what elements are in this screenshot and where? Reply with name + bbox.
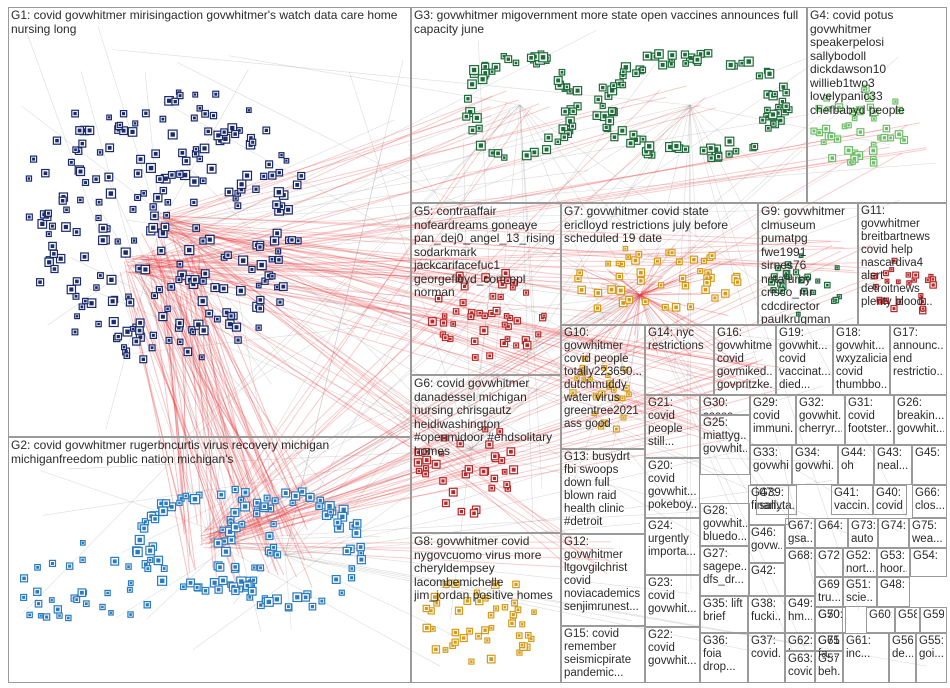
- group-label-g33: G33: govwhit...: [753, 447, 789, 473]
- group-label-g15: G15: covid remember seismicpirate pandem…: [564, 628, 641, 680]
- group-label-g71: G71:: [818, 635, 840, 648]
- group-label-g75: G75: wea...: [912, 520, 944, 546]
- group-label-g66: G66: clos...: [915, 487, 944, 513]
- group-label-g29: G29: covid immuni...: [753, 397, 793, 436]
- group-label-g32: G32: govwhit... cherryr...: [799, 397, 842, 436]
- group-label-g63: G63: covid: [788, 653, 812, 679]
- group-label-g22: G22: covid govwhit...: [648, 629, 697, 668]
- group-label-g44: G44: oh: [841, 447, 871, 473]
- group-label-g19: G19: govwhit... covid vaccinat... died..…: [779, 327, 830, 392]
- group-label-g10: G10: govwhitmer covid people totally2236…: [564, 327, 641, 431]
- group-label-g34: G34: govwhi...: [795, 447, 835, 473]
- group-label-g56: G56: de...: [892, 635, 913, 661]
- group-label-g9: G9: govwhitmer clmuseum pumatpg fwe1991 …: [761, 205, 854, 324]
- group-label-g60: G60:: [869, 609, 892, 622]
- group-label-g52: G52: nort...: [846, 550, 874, 576]
- group-label-g27: G27: sagepe... dfs_dr...: [703, 548, 747, 587]
- group-label-g7: G7: govwhitmer covid state ericlloyd res…: [564, 205, 752, 246]
- group-label-g8: G8: govwhitmer covid nygovcuomo virus mo…: [414, 535, 557, 603]
- group-label-g21: G21: covid people still...: [648, 397, 697, 449]
- group-label-g42: G42:: [751, 565, 782, 578]
- group-label-g67: G67: gsa...: [788, 520, 812, 546]
- group-label-g3: G3: govwhitmer migovernment more state o…: [414, 9, 801, 36]
- group-label-g1: G1: covid govwhitmer mirisingaction govw…: [11, 9, 401, 36]
- group-label-g49: G49: hm...: [788, 598, 812, 624]
- group-label-g23: G23: covid govwhit...: [648, 577, 697, 616]
- group-label-g35: G35: lift brief: [703, 598, 745, 624]
- group-label-g38: G38: fucki...: [751, 598, 782, 624]
- group-label-g73: G73: auto: [851, 520, 875, 546]
- group-label-g55: G55: goi...: [919, 635, 944, 661]
- group-label-g59: G59:: [923, 609, 944, 622]
- group-label-g4: G4: covid potus govwhitmer speakerpelosi…: [810, 9, 937, 117]
- group-label-g68: G68:: [788, 550, 812, 563]
- group-label-g36: G36: foia drop...: [703, 635, 745, 674]
- group-label-g37: G37: covid...: [751, 635, 782, 661]
- group-label-g13: G13: busydrt fbi swoops down full blown …: [564, 451, 641, 529]
- group-label-g48: G48:: [880, 579, 907, 592]
- group-label-g58: G58:: [898, 609, 917, 622]
- group-label-g16: G16: govwhitmer covid govmiked... govpri…: [717, 327, 772, 392]
- group-label-g51: G51: scie...: [846, 579, 874, 605]
- group-label-g61: G61: inc...: [846, 635, 886, 661]
- group-label-g70: G70:: [818, 609, 840, 622]
- group-label-g47: G47: finan...: [751, 487, 786, 513]
- group-label-g28: G28: govwhit... bluedo...: [703, 505, 747, 544]
- group-label-g62: G62: hap...: [788, 635, 812, 650]
- group-label-g26: G26: breakin... govwhit...: [897, 397, 944, 436]
- group-label-g74: G74:: [881, 520, 906, 533]
- group-box-g2: [8, 437, 411, 683]
- group-label-g54: G54:: [913, 550, 944, 563]
- group-label-g14: G14: nyc restrictions: [648, 327, 710, 353]
- group-label-g46: G46: govw...: [751, 527, 782, 553]
- group-label-g11: G11: govwhitmer breitbartnews covid help…: [861, 205, 944, 309]
- group-label-g5: G5: contraaffair nofeardreams goneaye pa…: [414, 205, 557, 300]
- group-label-g12: G12: govwhitmer ltgovgilchrist covid nov…: [564, 536, 641, 614]
- group-label-g17: G17: announc... end restrictio...: [893, 327, 944, 379]
- group-label-g2: G2: covid govwhitmer rugerbncurtis virus…: [11, 439, 401, 466]
- group-box-g1: [8, 7, 411, 437]
- group-box-g3: [411, 7, 807, 203]
- group-label-g72: G72:: [818, 550, 840, 563]
- group-label-g31: G31: covid footster...: [848, 397, 891, 436]
- group-label-g53: G53: hoor...: [880, 550, 907, 576]
- group-label-g45: G45:: [915, 447, 944, 460]
- group-label-g6: G6: covid govwhitmer danadessel michigan…: [414, 377, 557, 458]
- group-label-g40: G40: covid: [876, 487, 904, 513]
- group-label-g24: G24: urgently importa...: [648, 520, 697, 559]
- group-label-g41: G41: vaccin...: [834, 487, 870, 513]
- group-label-g18: G18: govwhit... wxyzalicia covid thumbbo…: [836, 327, 887, 392]
- group-label-g69: G69: tru...: [818, 579, 840, 605]
- group-label-g30: G30: cases 11 j035ich...: [703, 397, 747, 414]
- group-label-g25: G25: miattyg... govwhit...: [703, 417, 747, 456]
- group-label-g64: G64:: [818, 520, 845, 533]
- group-label-g43: G43: neal...: [877, 447, 909, 473]
- group-label-g20: G20: covid govwhit... pokeboy...: [648, 460, 697, 512]
